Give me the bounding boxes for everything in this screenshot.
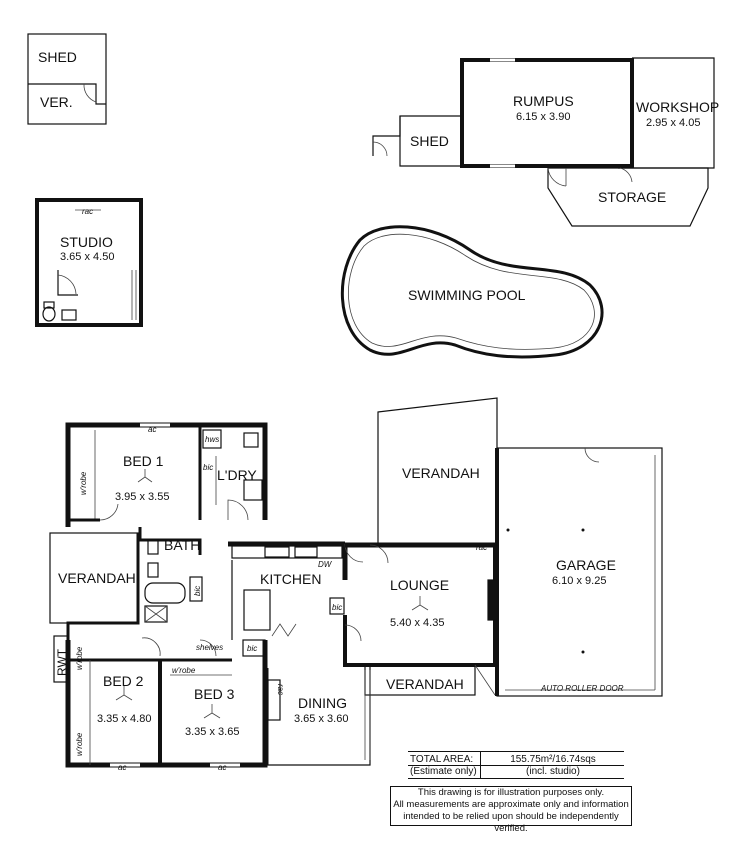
total-area-label: TOTAL AREA: xyxy=(410,754,474,765)
rumpus-label: RUMPUS xyxy=(513,93,574,109)
estimate-label: (Estimate only) xyxy=(410,766,477,777)
bed3-dim: 3.35 x 3.65 xyxy=(185,726,239,738)
bath-label: BATH xyxy=(164,537,200,553)
dining-label: DINING xyxy=(298,695,347,711)
studio-rac-label: rac xyxy=(82,207,93,216)
swimming-pool: SWIMMING POOL xyxy=(340,225,604,359)
workshop-dim: 2.95 x 4.05 xyxy=(646,117,700,129)
disclaimer-line-3: intended to be relied upon should be ind… xyxy=(403,811,619,834)
bed1-label: BED 1 xyxy=(123,453,164,469)
rwt-label: RWT xyxy=(55,648,69,676)
ldry-label: L'DRY xyxy=(217,467,257,483)
rumpus-dim: 6.15 x 3.90 xyxy=(516,111,570,123)
shed-top-label: SHED xyxy=(38,49,77,65)
dw-label: DW xyxy=(318,560,333,569)
studio-label: STUDIO xyxy=(60,234,113,250)
pool-label: SWIMMING POOL xyxy=(408,287,526,303)
bed1-dim: 3.95 x 3.55 xyxy=(115,491,169,503)
bed3-label: BED 3 xyxy=(194,686,235,702)
verandah-top-label: VERANDAH xyxy=(402,465,480,481)
kitchen-label: KITCHEN xyxy=(260,571,321,587)
disclaimer-line-2: All measurements are approximate only an… xyxy=(393,799,629,810)
storage-label: STORAGE xyxy=(598,189,666,205)
bed1-wrobe-label: w'robe xyxy=(79,471,88,495)
estimate-value: (incl. studio) xyxy=(526,766,580,777)
verandah-bottom-label: VERANDAH xyxy=(386,676,464,692)
studio-dim: 3.65 x 4.50 xyxy=(60,251,114,263)
lounge-label: LOUNGE xyxy=(390,577,449,593)
verandah-left-label: VERANDAH xyxy=(58,570,136,586)
dining-rac-label: rac xyxy=(276,684,285,695)
ver-top-label: VER. xyxy=(40,94,73,110)
fan-icon-bed3 xyxy=(203,704,221,719)
bic-bath-label: bic xyxy=(193,586,202,596)
bic-bed3-label: bic xyxy=(247,644,257,653)
main-house: ac w'robe hws bic bic DW bic xyxy=(49,397,663,772)
bed2-wrobe-label-top: w'robe xyxy=(75,646,84,670)
bed2-dim: 3.35 x 4.80 xyxy=(97,713,151,725)
auto-door-label: AUTO ROLLER DOOR xyxy=(540,684,624,693)
garage-label: GARAGE xyxy=(556,557,616,573)
garage-dim: 6.10 x 9.25 xyxy=(552,575,606,587)
dining-dim: 3.65 x 3.60 xyxy=(294,713,348,725)
disclaimer-line-1: This drawing is for illustration purpose… xyxy=(417,787,605,798)
shelves-label: shelves xyxy=(196,643,223,652)
bed1-ac-label: ac xyxy=(148,425,156,434)
fan-icon-bed1 xyxy=(137,469,153,483)
hws-label: hws xyxy=(205,435,219,444)
shed-mid-label: SHED xyxy=(410,133,449,149)
studio-building: rac STUDIO 3.65 x 4.50 xyxy=(35,198,143,327)
total-area-value: 155.75m²/16.74sqs xyxy=(510,754,596,765)
bed2-label: BED 2 xyxy=(103,673,144,689)
bed2-wrobe-label-bottom: w'robe xyxy=(75,732,84,756)
workshop-label: WORKSHOP xyxy=(636,99,719,115)
disclaimer-box: This drawing is for illustration purpose… xyxy=(390,786,632,834)
bed3-ac-label: ac xyxy=(218,763,226,772)
area-table: TOTAL AREA: 155.75m²/16.74sqs (Estimate … xyxy=(408,751,624,779)
fan-icon-bed2 xyxy=(115,686,133,701)
shed-outbuilding: SHED VER. xyxy=(27,33,107,125)
fan-icon-lounge xyxy=(411,596,429,611)
bic-kitchen-label: bic xyxy=(332,603,342,612)
rumpus-building: RUMPUS 6.15 x 3.90 WORKSHOP 2.95 x 4.05 … xyxy=(372,57,719,227)
lounge-dim: 5.40 x 4.35 xyxy=(390,617,444,629)
bed3-wrobe-label: w'robe xyxy=(172,666,196,675)
lounge-rac-label: rac xyxy=(476,543,487,552)
bic-ldry-label: bic xyxy=(203,463,213,472)
bed2-ac-label: ac xyxy=(118,763,126,772)
